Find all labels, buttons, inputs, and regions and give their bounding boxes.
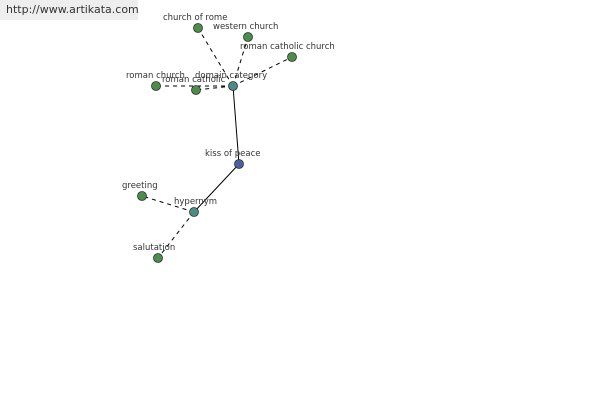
node-layer: kiss of peace domain category hypernym chur… [122, 13, 335, 263]
edge-hypernym-salutation [157, 211, 195, 259]
node-label: domain category [195, 71, 267, 81]
edge-domain-church-of-rome [197, 27, 234, 87]
node-marker[interactable] [234, 159, 244, 169]
edge-hypernym-greeting [141, 195, 195, 213]
edge-kiss-domain [232, 85, 240, 165]
node-western-church[interactable]: western church [213, 22, 278, 42]
node-roman-church[interactable]: roman church [126, 71, 185, 91]
node-label: roman catholic [162, 75, 226, 85]
node-marker[interactable] [189, 207, 199, 217]
url-bar[interactable]: http://www.artikata.com [0, 0, 139, 20]
edge-layer [141, 27, 293, 259]
node-label: roman catholic church [240, 42, 335, 52]
edge-domain-roman-catholic [195, 85, 234, 91]
node-roman-catholic[interactable]: roman catholic [162, 75, 226, 95]
node-salutation[interactable]: salutation [133, 243, 175, 263]
node-marker[interactable] [228, 81, 238, 91]
node-label: hypernym [174, 197, 217, 207]
node-domain[interactable]: domain category [195, 71, 267, 91]
node-marker[interactable] [151, 81, 161, 91]
node-label: western church [213, 22, 278, 32]
node-marker[interactable] [243, 32, 253, 42]
node-marker[interactable] [287, 52, 297, 62]
edge-domain-roman-catholic-church [232, 56, 293, 87]
node-label: greeting [122, 181, 158, 191]
node-greeting[interactable]: greeting [122, 181, 158, 201]
node-marker[interactable] [153, 253, 163, 263]
edge-domain-western-church [232, 36, 249, 87]
node-label: roman church [126, 71, 185, 81]
node-roman-catholic-church[interactable]: roman catholic church [240, 42, 335, 62]
node-church-of-rome[interactable]: church of rome [163, 13, 227, 33]
node-label: kiss of peace [205, 149, 260, 159]
node-marker[interactable] [193, 23, 203, 33]
node-label: church of rome [163, 13, 227, 23]
node-kiss[interactable]: kiss of peace [205, 149, 260, 169]
node-marker[interactable] [137, 191, 147, 201]
edge-kiss-hypernym [193, 163, 240, 213]
node-label: salutation [133, 243, 175, 253]
node-hypernym[interactable]: hypernym [174, 197, 217, 217]
node-marker[interactable] [191, 85, 201, 95]
